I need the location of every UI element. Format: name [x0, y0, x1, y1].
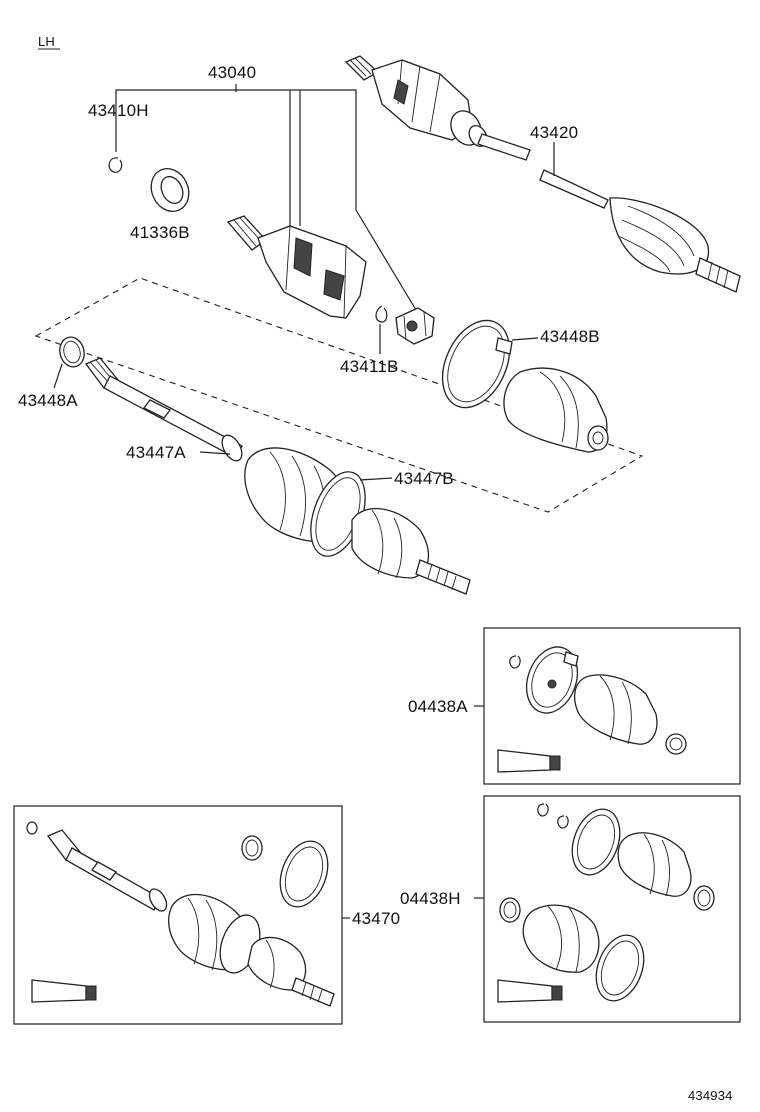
drive-shaft-assembly-top: 43420 [344, 55, 741, 293]
part-label-04438A: 04438A [408, 697, 468, 716]
tripod-joint [395, 307, 435, 345]
band-clamp-43448B [441, 319, 513, 409]
part-label-43411B: 43411B [340, 357, 399, 376]
drive-shaft-middle [84, 357, 471, 595]
kit-43470-contents [26, 821, 335, 1007]
side-label: LH [38, 34, 55, 49]
part-label-43447A: 43447A [126, 443, 186, 462]
kit-box-43470 [13, 805, 343, 1025]
kit-box-04438H [483, 795, 741, 1023]
part-label-41336B: 41336B [130, 223, 190, 242]
band-clamp-43448A [59, 336, 85, 368]
boot-outboard [503, 367, 609, 453]
figure-code: 434934 [688, 1088, 733, 1103]
inboard-joint-housing [226, 215, 367, 319]
washer-41336B [150, 168, 190, 212]
kit-04438A-contents [497, 646, 687, 773]
part-label-43420: 43420 [530, 123, 578, 142]
part-label-43410H: 43410H [88, 101, 149, 120]
snap-ring [108, 157, 123, 173]
part-label-04438H: 04438H [400, 889, 461, 908]
part-label-43448B: 43448B [540, 327, 600, 346]
boot-kit-outline [34, 277, 644, 513]
kit-04438H-contents [497, 803, 715, 1003]
part-label-43448A: 43448A [18, 391, 78, 410]
retaining-ring [375, 305, 388, 323]
part-label-43040: 43040 [208, 63, 256, 82]
part-label-43470: 43470 [352, 909, 400, 928]
part-label-43447B: 43447B [394, 469, 454, 488]
